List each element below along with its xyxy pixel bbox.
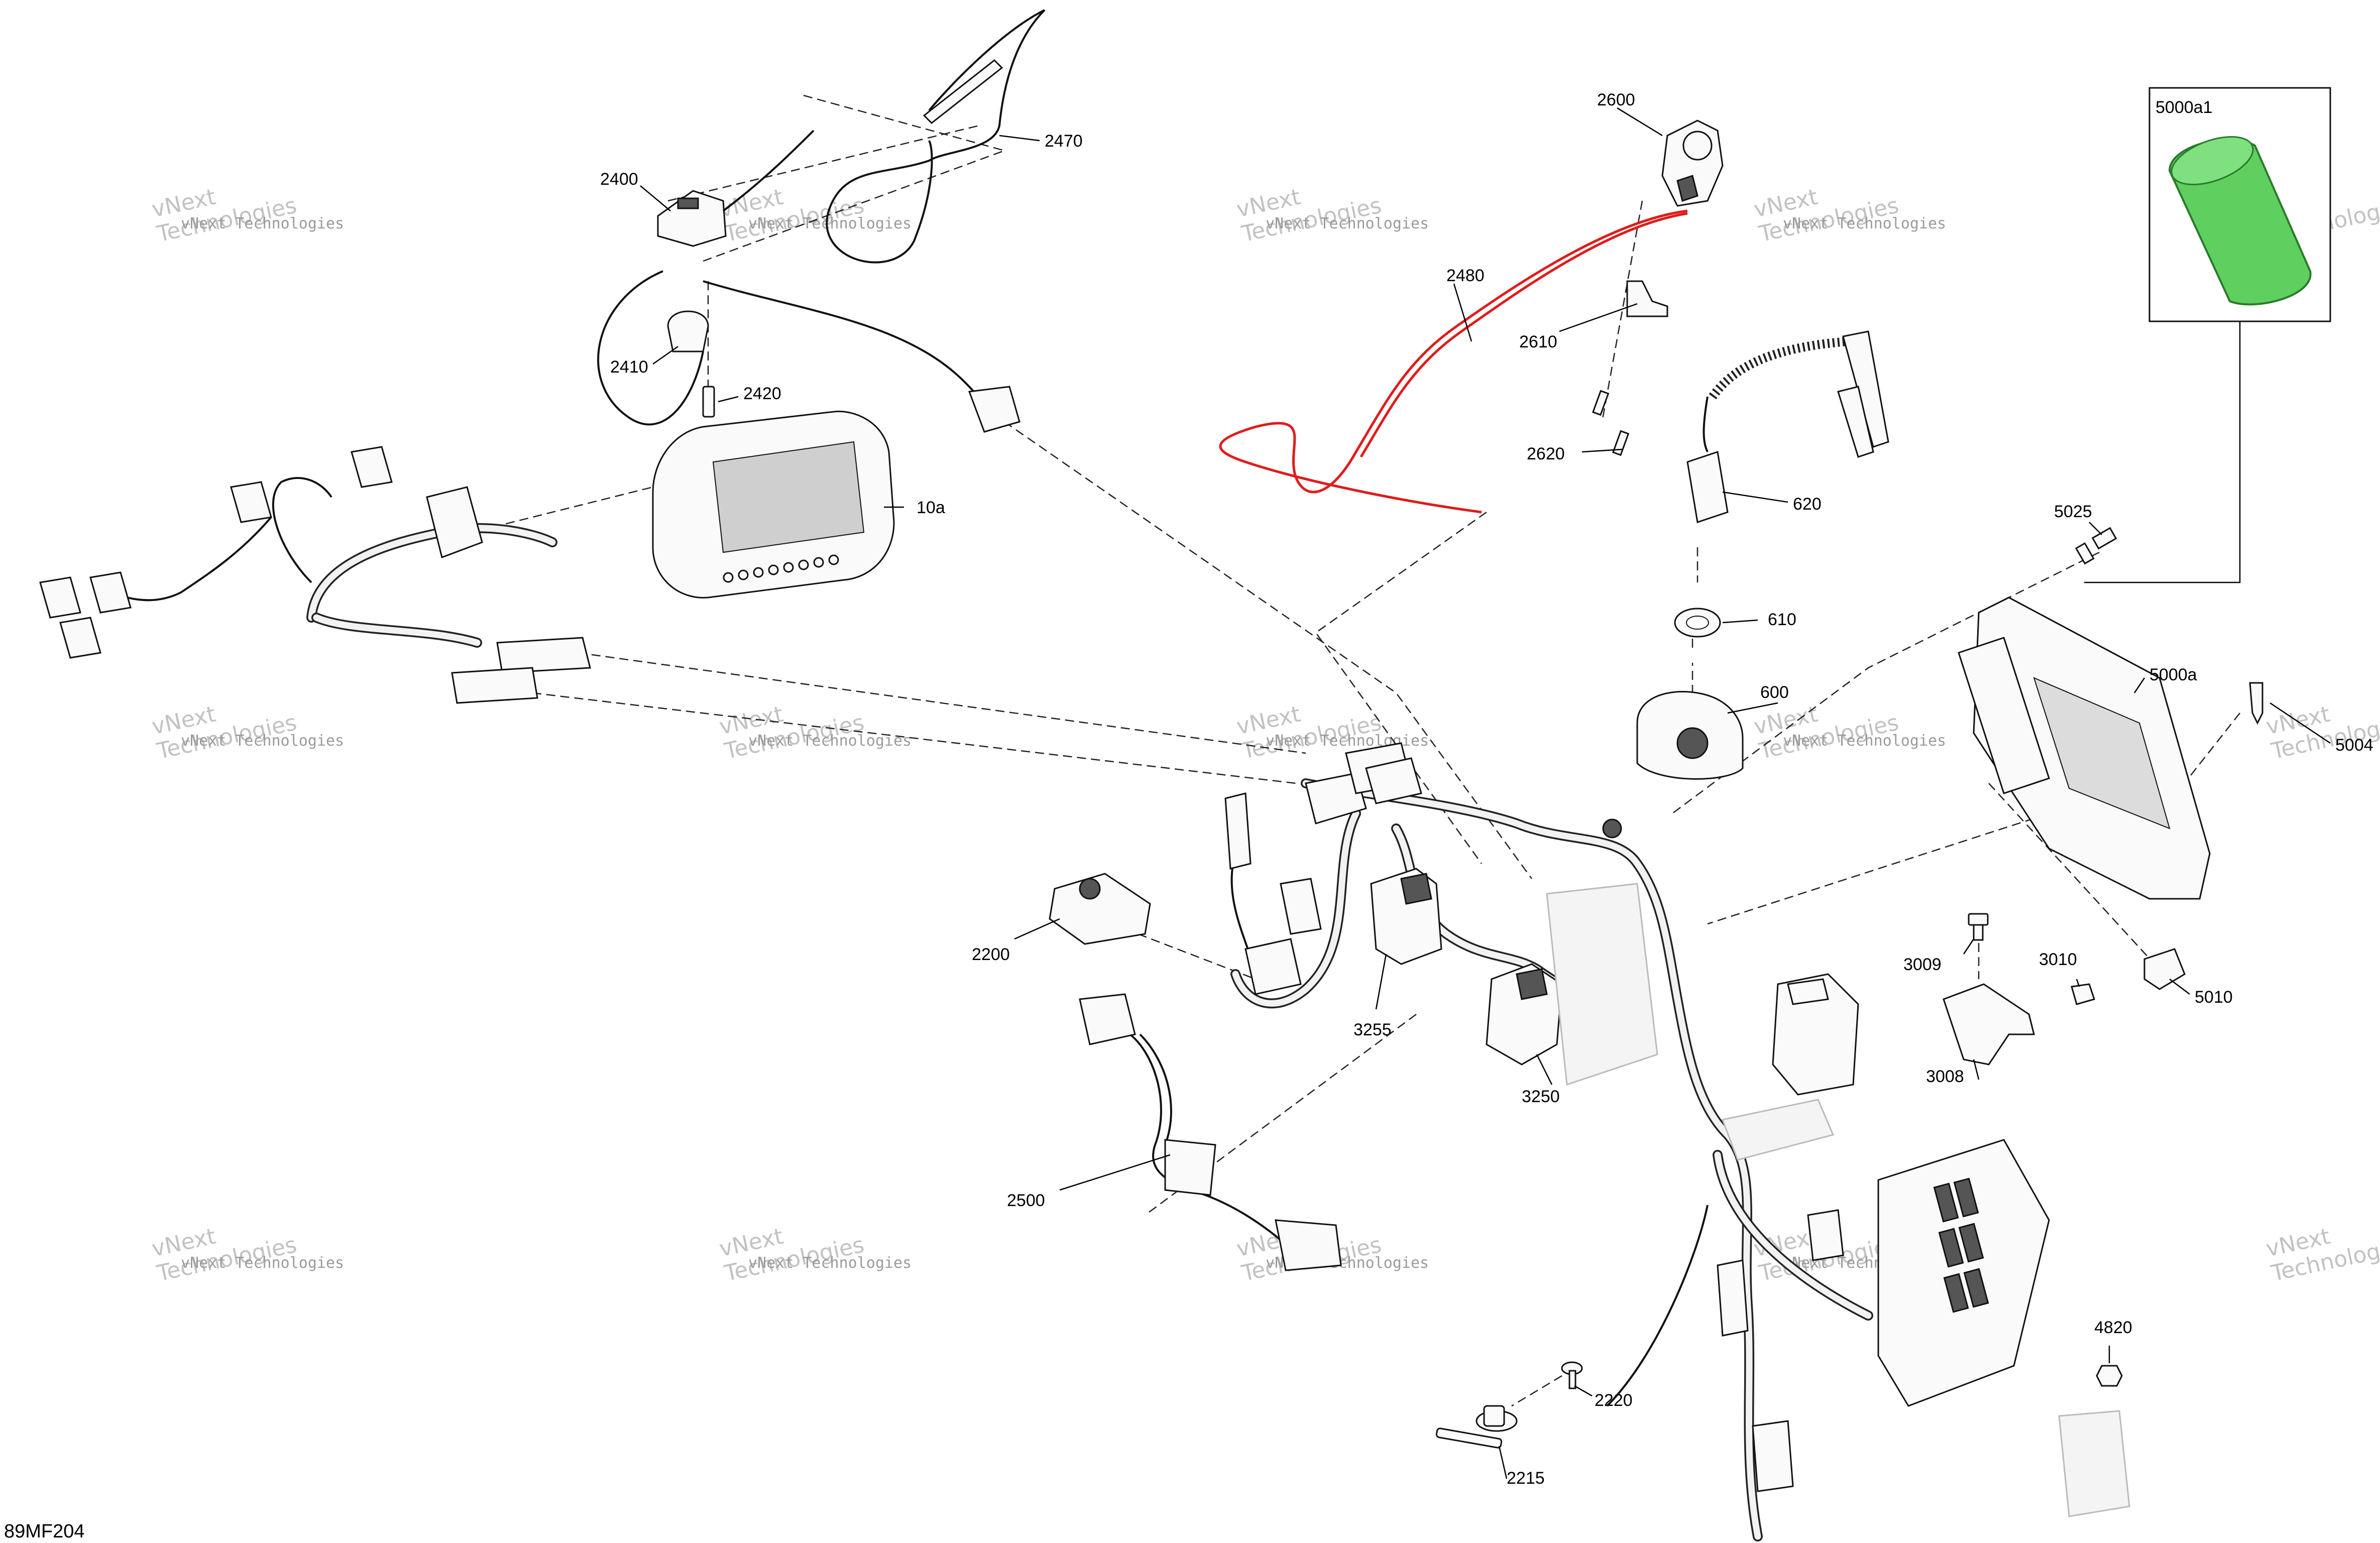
callout-2600[interactable]: 2600	[1597, 90, 1635, 109]
display-buttons	[723, 554, 839, 583]
part-2470-cable[interactable]	[826, 9, 1046, 264]
callout-5004[interactable]: 5004	[2335, 736, 2373, 755]
part-3010-nut[interactable]	[2071, 983, 2095, 1005]
drawing-code: 89MF204	[4, 1521, 85, 1542]
watermark: vNext Technologies vNext Technologies	[1752, 184, 1946, 248]
part-2610-bracket[interactable]	[1626, 280, 1668, 317]
part-610-nut[interactable]	[1674, 608, 1721, 638]
part-5025-screw[interactable]	[2075, 527, 2117, 565]
part-5000a1-highlighted[interactable]	[2165, 127, 2312, 306]
part-2410-clip[interactable]	[667, 310, 709, 352]
part-4820-nut[interactable]	[2096, 1365, 2123, 1387]
part-3255-connector[interactable]	[1370, 868, 1442, 965]
callout-3008[interactable]: 3008	[1926, 1067, 1964, 1086]
callout-610[interactable]: 610	[1768, 610, 1796, 629]
watermark: vNext Technologies	[2264, 1224, 2380, 1287]
callout-2200[interactable]: 2200	[972, 945, 1010, 964]
svg-text:vNext Technologies: vNext Technologies	[1266, 732, 1429, 750]
bottom-connectors[interactable]	[1717, 1209, 1844, 1492]
svg-text:vNext Technologies: vNext Technologies	[1266, 215, 1429, 232]
part-fuse-box[interactable]	[1877, 1139, 2050, 1407]
callout-10a[interactable]: 10a	[917, 498, 945, 517]
part-5000a-module[interactable]	[1958, 597, 2211, 900]
callout-2420[interactable]: 2420	[743, 384, 781, 403]
callout-2215[interactable]: 2215	[1507, 1469, 1545, 1488]
part-5010-clip[interactable]	[2143, 948, 2186, 990]
part-3009-screw[interactable]	[1968, 913, 1989, 941]
part-10a-display[interactable]	[652, 410, 895, 599]
harness-connectors[interactable]	[1224, 742, 1622, 995]
callout-4820[interactable]: 4820	[2094, 1318, 2132, 1337]
part-2480-wire[interactable]	[1219, 209, 1688, 514]
part-2620-screws[interactable]	[1592, 390, 1630, 456]
callout-2220[interactable]: 2220	[1595, 1391, 1633, 1410]
main-harness[interactable]	[1230, 778, 1873, 1541]
svg-text:vNext Technologies: vNext Technologies	[748, 1254, 912, 1272]
part-5004-sensor[interactable]	[2249, 682, 2263, 725]
fuse-row	[1933, 1177, 1989, 1313]
part-3250-connector[interactable]	[1486, 963, 1563, 1065]
part-600-switch[interactable]	[1636, 691, 1744, 780]
callouts: 2470 2400 2410 2420 10a 2600 2480 2610 2…	[600, 90, 2373, 1488]
watermark: vNext Technologies vNext Technologies	[150, 184, 344, 248]
svg-text:vNext Technologies: vNext Technologies	[181, 215, 344, 232]
dash-harness[interactable]	[39, 446, 591, 704]
svg-text:vNext Technologies: vNext Technologies	[1783, 732, 1946, 750]
watermark: vNext Technologies vNext Technologies	[150, 1224, 344, 1287]
part-2220-screw[interactable]	[1561, 1361, 1583, 1389]
svg-text:vNext Technologies: vNext Technologies	[748, 215, 912, 232]
part-2420-screw[interactable]	[702, 386, 715, 418]
callout-3010[interactable]: 3010	[2039, 950, 2077, 969]
inset-5000a1	[2084, 87, 2331, 583]
part-2500-harness[interactable]	[1079, 993, 1342, 1271]
part-2400-switch[interactable]	[597, 130, 1005, 426]
callout-600[interactable]: 600	[1760, 683, 1789, 702]
part-3008-bracket[interactable]	[1943, 983, 2035, 1065]
leader-lines	[640, 107, 2331, 1479]
watermark: vNext Technologies vNext Technologies	[717, 1224, 912, 1287]
background-components	[1546, 883, 2130, 1517]
assembly-lines	[492, 94, 2240, 1407]
callout-5010[interactable]: 5010	[2195, 988, 2233, 1007]
part-2200-sensor[interactable]	[1049, 873, 1151, 945]
callout-2500[interactable]: 2500	[1007, 1191, 1045, 1210]
callout-2400[interactable]: 2400	[600, 170, 638, 189]
connector-display-plug[interactable]	[968, 386, 1021, 433]
svg-text:vNext Technologies: vNext Technologies	[181, 732, 344, 750]
callout-620[interactable]: 620	[1793, 495, 1822, 514]
callout-5000a[interactable]: 5000a	[2149, 665, 2197, 684]
part-relay-box[interactable]	[1772, 973, 1859, 1096]
watermark: vNext Technologies vNext Technologies	[717, 701, 912, 765]
watermark: vNext Technologies vNext Technologies	[1234, 184, 1429, 248]
callout-5000a1[interactable]: 5000a1	[2156, 98, 2212, 117]
callout-2480[interactable]: 2480	[1446, 266, 1485, 285]
callout-2410[interactable]: 2410	[610, 358, 648, 377]
callout-3250[interactable]: 3250	[1522, 1087, 1560, 1106]
svg-text:vNext Technologies: vNext Technologies	[181, 1254, 344, 1272]
part-2600-switch[interactable]	[1661, 120, 1724, 207]
part-620-lanyard[interactable]	[1686, 330, 1889, 523]
watermark: vNext Technologies vNext Technologies	[717, 184, 912, 248]
callout-2620[interactable]: 2620	[1527, 444, 1565, 463]
callout-5025[interactable]: 5025	[2054, 502, 2092, 521]
callout-3009[interactable]: 3009	[1903, 955, 1942, 974]
callout-2470[interactable]: 2470	[1045, 132, 1083, 151]
callout-2610[interactable]: 2610	[1519, 332, 1557, 351]
watermark: vNext Technologies vNext Technologies	[150, 701, 344, 765]
svg-text:vNext Technologies: vNext Technologies	[1783, 215, 1946, 232]
callout-3255[interactable]: 3255	[1353, 1020, 1392, 1039]
part-2215-sensor[interactable]	[1435, 1405, 1518, 1449]
